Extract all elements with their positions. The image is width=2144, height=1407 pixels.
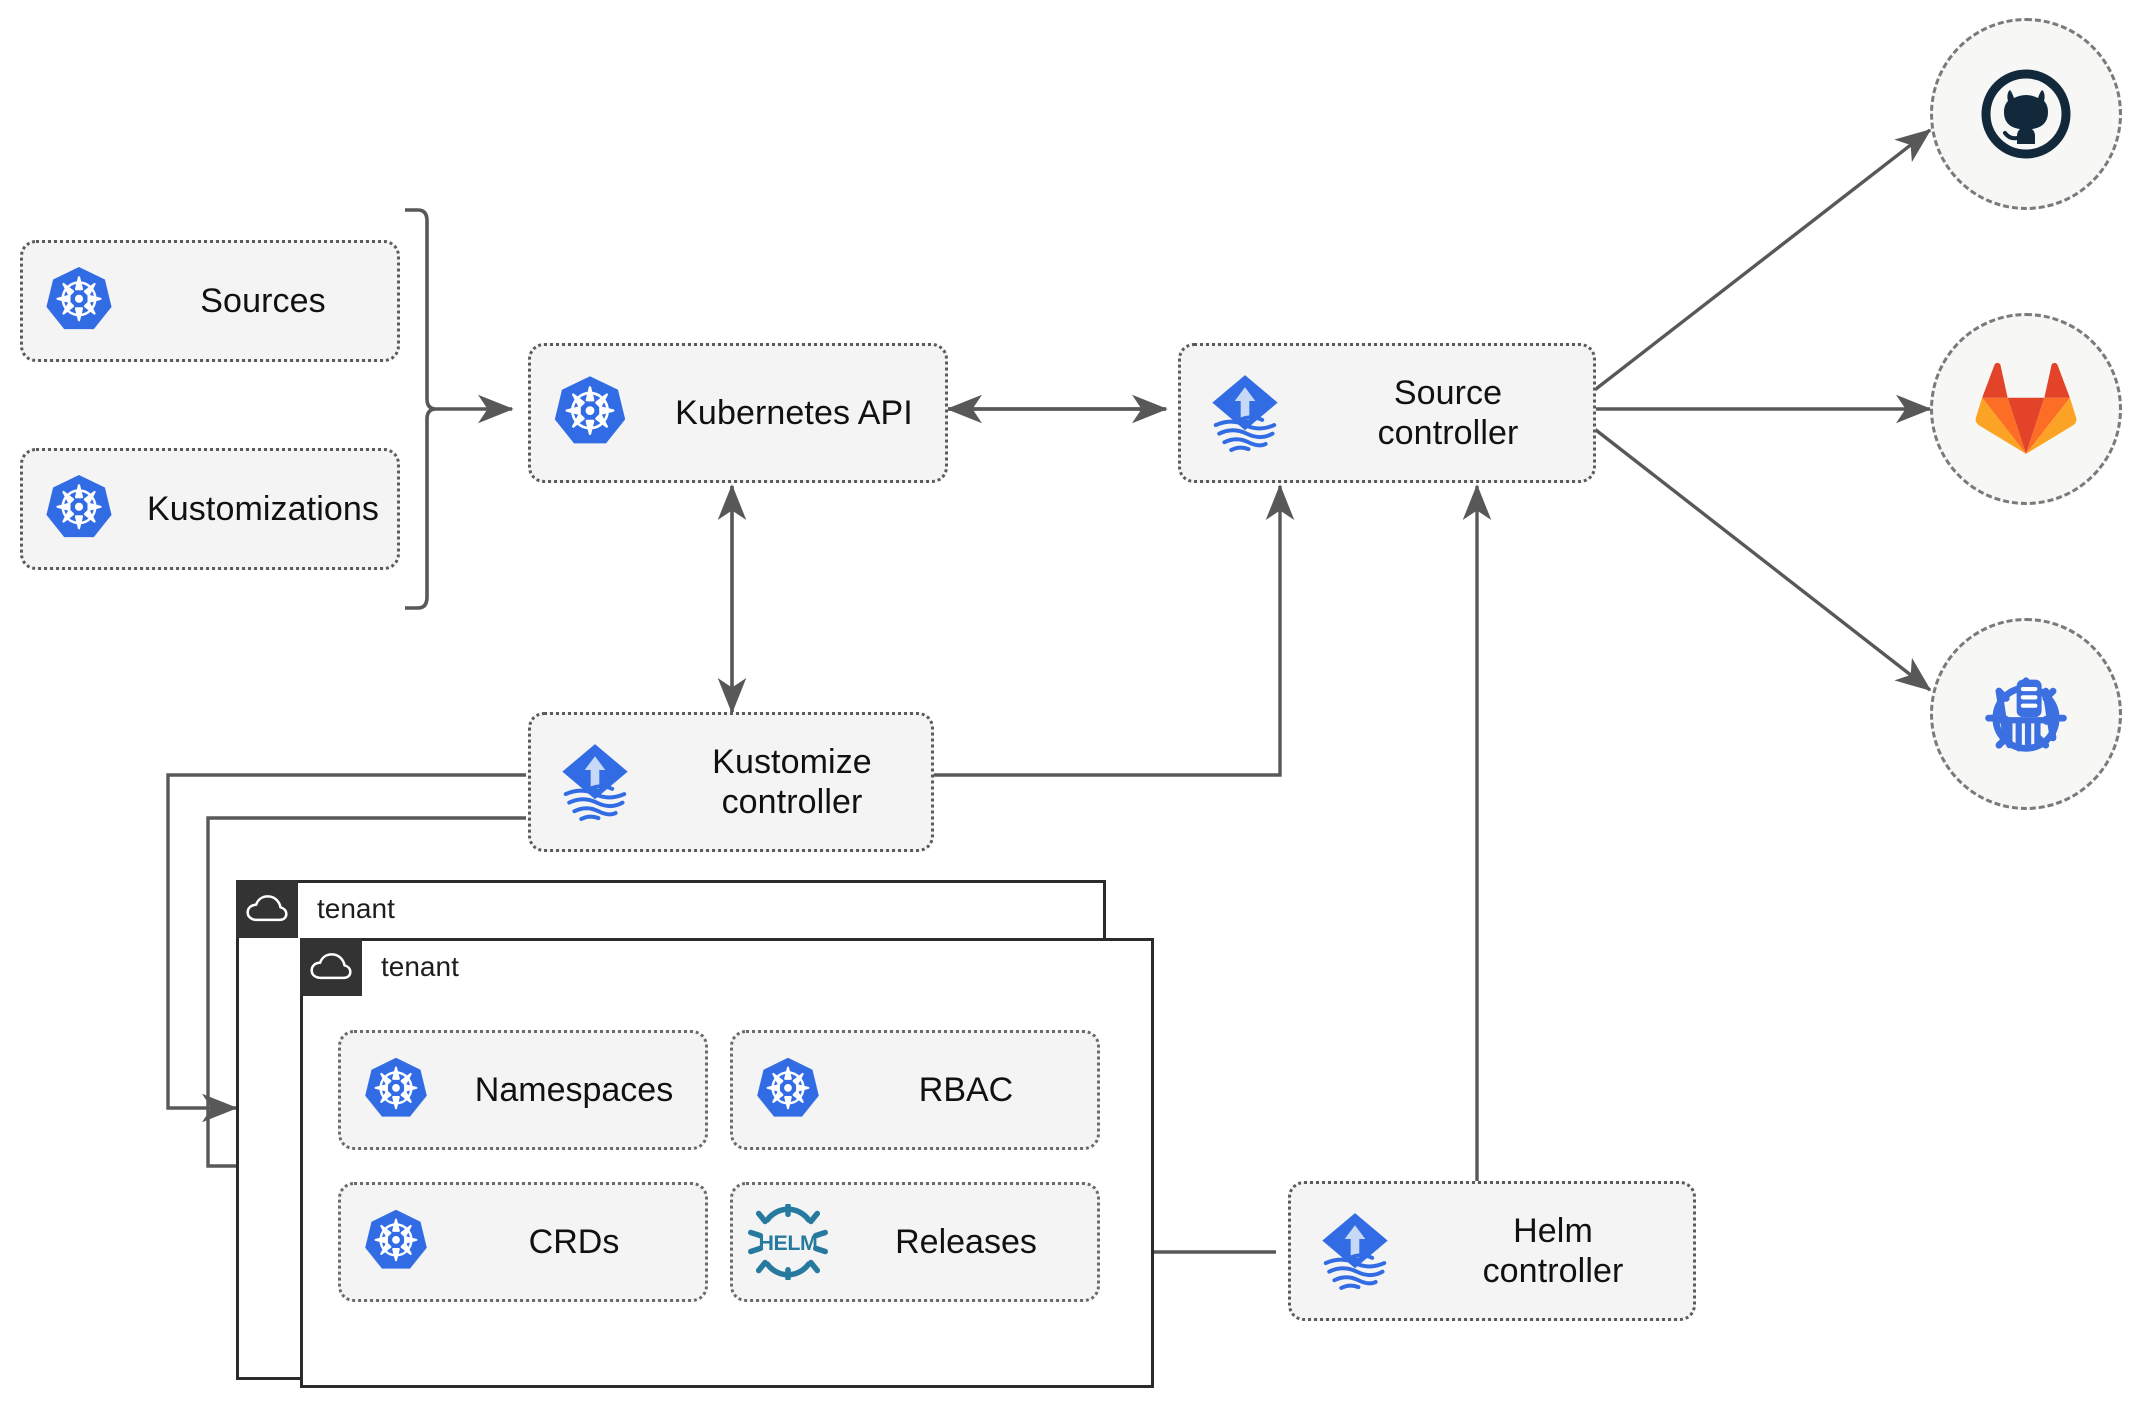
kustomizations-label: Kustomizations <box>147 489 379 528</box>
flux-icon <box>531 739 659 825</box>
tenant-box-inner[interactable]: tenant <box>300 938 1154 1388</box>
edge-source-to-registry <box>1590 425 1932 692</box>
svg-text:HELM: HELM <box>759 1231 818 1255</box>
tenant-resource-label: Namespaces <box>474 1070 674 1109</box>
tenant-label-outer: tenant <box>317 893 395 924</box>
flux-icon <box>1291 1208 1419 1294</box>
edge-kustomize-to-tenant-1 <box>166 773 526 1123</box>
tenant-label-inner: tenant <box>381 951 459 982</box>
gitlab-icon <box>1975 362 2077 454</box>
kubernetes-api-label: Kubernetes API <box>675 393 913 432</box>
helm-controller-label: Helm controller <box>1482 1211 1624 1290</box>
sources-label: Sources <box>200 281 326 320</box>
helm-controller-node[interactable]: Helm controller <box>1288 1181 1696 1321</box>
tenant-resource-rbac[interactable]: RBAC <box>730 1030 1100 1150</box>
kubernetes-icon <box>23 472 135 546</box>
tenant-resource-crds[interactable]: CRDs <box>338 1182 708 1302</box>
helm-chart-repository-icon <box>1985 677 2067 752</box>
kubernetes-icon <box>733 1055 843 1125</box>
provider-gitlab[interactable] <box>1930 313 2122 505</box>
kubernetes-icon <box>341 1207 451 1277</box>
tenant-resource-label: Releases <box>895 1222 1037 1261</box>
cloud-icon <box>246 895 288 922</box>
kubernetes-icon <box>531 373 649 453</box>
tenant-tab-outer <box>236 880 298 938</box>
tenant-tab-inner <box>300 938 362 996</box>
github-icon <box>1981 69 2071 159</box>
sources-bracket <box>405 208 437 610</box>
edge-source-to-github <box>1590 128 1932 394</box>
source-controller-node[interactable]: Source controller <box>1178 343 1596 483</box>
tenant-resource-label: RBAC <box>918 1070 1014 1109</box>
flux-icon <box>1181 370 1309 456</box>
edge-kustomize-to-source <box>934 484 1295 777</box>
sources-card[interactable]: Sources <box>20 240 400 362</box>
kubernetes-icon <box>23 264 135 338</box>
kubernetes-icon <box>341 1055 451 1125</box>
provider-chart-repository[interactable] <box>1930 618 2122 810</box>
source-controller-label: Source controller <box>1377 373 1519 452</box>
provider-github[interactable] <box>1930 18 2122 210</box>
cloud-icon <box>310 953 352 980</box>
tenant-resource-namespaces[interactable]: Namespaces <box>338 1030 708 1150</box>
kustomize-controller-label: Kustomize controller <box>712 742 872 821</box>
kustomizations-card[interactable]: Kustomizations <box>20 448 400 570</box>
kustomize-controller-node[interactable]: Kustomize controller <box>528 712 934 852</box>
tenant-resource-label: CRDs <box>528 1222 620 1261</box>
helm-icon: HELM <box>733 1204 843 1280</box>
tenant-resource-releases[interactable]: HELM Releases <box>730 1182 1100 1302</box>
kubernetes-api-node[interactable]: Kubernetes API <box>528 343 948 483</box>
